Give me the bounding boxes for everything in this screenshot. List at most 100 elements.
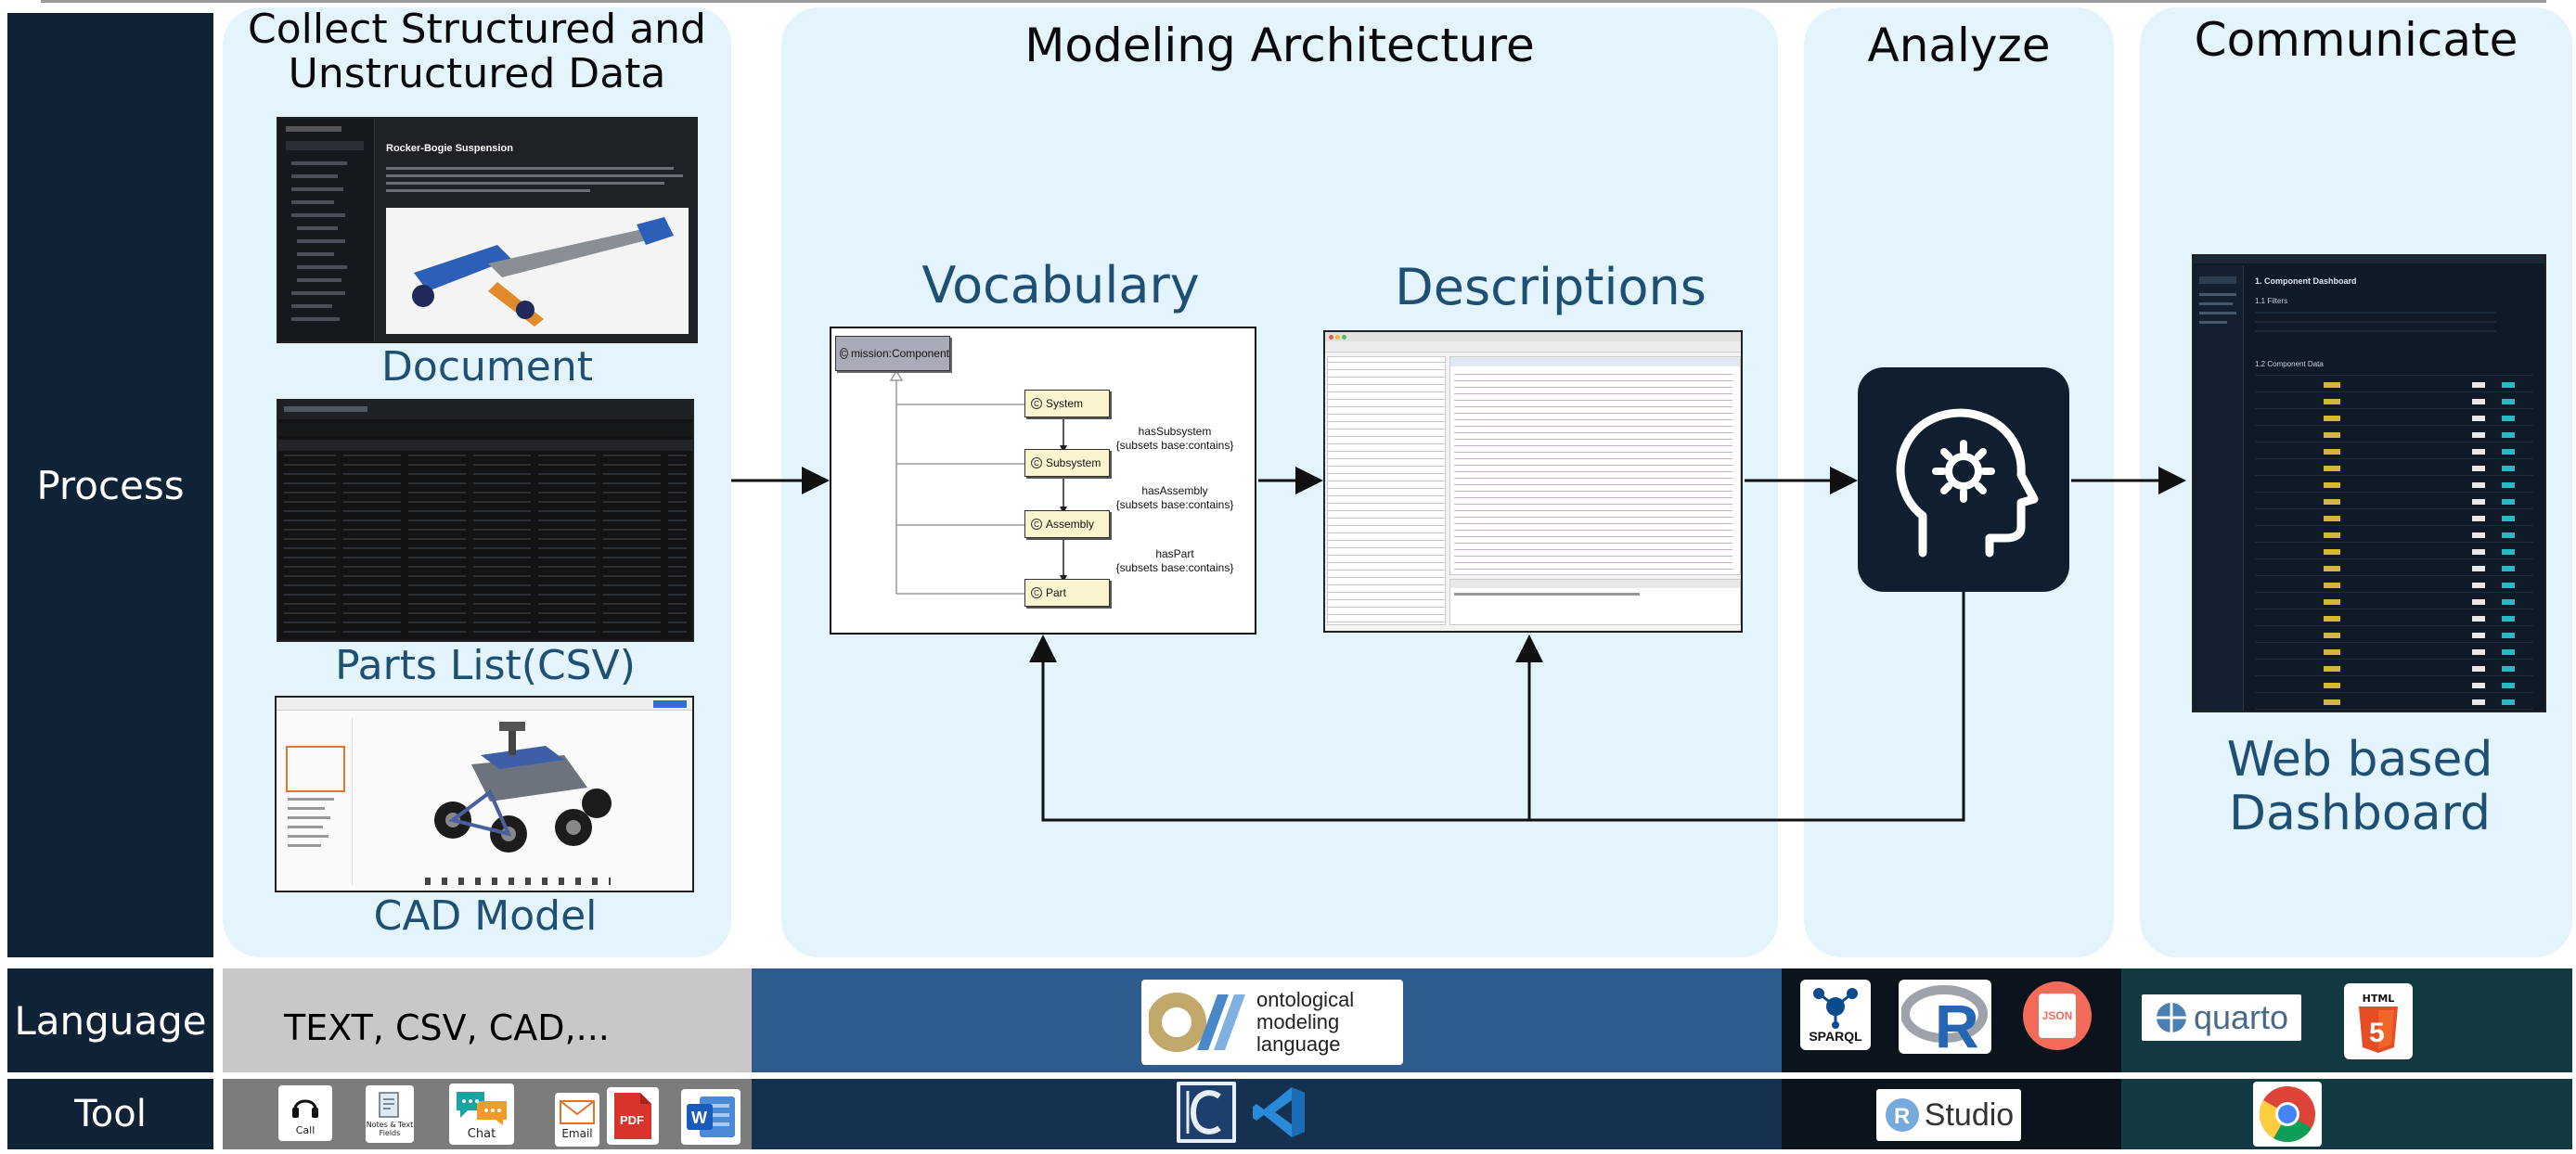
cad-model-thumbnail	[275, 696, 694, 892]
head-gear-icon	[1896, 408, 2039, 558]
document-sidebar	[278, 119, 375, 341]
json-logo: JSON	[2023, 981, 2092, 1050]
row-label-language: Language	[14, 997, 207, 1044]
rover-cad-image	[434, 722, 612, 853]
sparql-label: SPARQL	[1809, 1029, 1862, 1044]
dashboard-thumbnail: 1. Component Dashboard 1.1 Filters 1.2 C…	[2192, 254, 2546, 712]
document-thumbnail: Rocker-Bogie Suspension	[277, 117, 698, 343]
word-tool: W	[681, 1089, 741, 1145]
vocab-node-assembly: C Assembly	[1024, 510, 1110, 538]
email-tool: Email	[555, 1093, 599, 1147]
word-app-icon: W	[687, 1096, 735, 1137]
row-header-process: Process	[7, 13, 213, 957]
dashboard-caption-line1: Web based	[2226, 732, 2493, 788]
row-header-tool: Tool	[7, 1079, 213, 1149]
chrome-logo	[2253, 1082, 2322, 1147]
vocabulary-caption: Vocabulary	[921, 256, 1200, 314]
analyze-title: Analyze	[1867, 19, 2051, 72]
html5-logo: HTML 5	[2344, 983, 2413, 1059]
cad-model-caption: CAD Model	[373, 892, 598, 940]
headset-icon	[292, 1099, 318, 1118]
notes-tool: Notes & Text Fields	[366, 1085, 414, 1143]
rosetta-ide-logo	[1177, 1082, 1236, 1143]
call-tool: Call	[278, 1085, 332, 1141]
vocab-relation-name: hasPart	[1155, 547, 1194, 560]
tool-strip-communicate	[2121, 1079, 2572, 1149]
vocab-root-node: C mission:Component	[835, 336, 950, 371]
vocab-relation-has-subsystem: hasSubsystem {subsets base:contains}	[1101, 425, 1249, 453]
quarto-logo: quarto	[2142, 994, 2301, 1041]
chat-label: Chat	[467, 1126, 496, 1141]
top-rule	[41, 0, 2546, 3]
vocab-relation-has-assembly: hasAssembly {subsets base:contains}	[1101, 484, 1249, 512]
r-language-logo: R	[1899, 980, 1991, 1054]
oml-logo: ontological modeling language	[1141, 980, 1403, 1065]
dashboard-data-heading: 1.2 Component Data	[2255, 360, 2324, 368]
chat-tool: Chat	[449, 1083, 514, 1145]
modeling-title: Modeling Architecture	[1024, 19, 1535, 72]
ide-tree-pane	[1327, 356, 1446, 625]
oml-mark-icon	[1149, 993, 1245, 1052]
json-label: JSON	[2041, 1009, 2073, 1022]
svg-text:R: R	[1935, 992, 1979, 1051]
vocab-relation-has-part: hasPart {subsets base:contains}	[1101, 547, 1249, 575]
notes-icon	[379, 1092, 399, 1118]
dashboard-heading: 1. Component Dashboard	[2255, 276, 2357, 286]
row-label-tool: Tool	[74, 1093, 147, 1135]
oml-line1: ontological	[1256, 988, 1355, 1011]
vocab-node-part-label: Part	[1046, 586, 1067, 599]
parts-list-thumbnail	[277, 399, 694, 642]
vocab-node-subsystem-label: Subsystem	[1046, 456, 1101, 469]
chat-bubbles-icon	[457, 1091, 507, 1125]
language-strip-collect	[223, 968, 752, 1072]
pdf-label: PDF	[620, 1113, 644, 1127]
document-caption: Document	[381, 343, 593, 391]
descriptions-ide-thumbnail	[1323, 330, 1743, 633]
row-label-process: Process	[36, 462, 185, 508]
rstudio-logo: R Studio	[1876, 1089, 2021, 1141]
document-heading: Rocker-Bogie Suspension	[386, 143, 513, 154]
vocab-node-system-label: System	[1046, 397, 1084, 410]
analyze-icon-tile	[1858, 367, 2069, 592]
row-header-language: Language	[7, 968, 213, 1072]
vocab-relation-name: hasAssembly	[1141, 484, 1208, 497]
vocab-relation-detail: {subsets base:contains}	[1115, 561, 1234, 574]
pdf-tool: PDF	[607, 1087, 659, 1145]
vocab-relation-name: hasSubsystem	[1138, 425, 1212, 438]
pdf-file-icon: PDF	[614, 1093, 651, 1139]
notes-label: Notes & Text Fields	[366, 1121, 414, 1137]
quarto-label: quarto	[2193, 998, 2289, 1036]
svg-text:R: R	[1894, 1104, 1910, 1129]
descriptions-caption: Descriptions	[1395, 258, 1707, 316]
call-label: Call	[295, 1123, 316, 1136]
cad-tree-panel	[282, 718, 353, 885]
dashboard-filters-heading: 1.1 Filters	[2255, 297, 2288, 305]
vocab-relation-detail: {subsets base:contains}	[1115, 439, 1234, 452]
rover-suspension-image	[386, 208, 689, 334]
communicate-title: Communicate	[2194, 13, 2518, 67]
vocab-relation-detail: {subsets base:contains}	[1115, 498, 1234, 511]
vocab-node-system: C System	[1024, 390, 1110, 417]
svg-text:W: W	[691, 1109, 707, 1127]
quarto-icon	[2156, 1003, 2186, 1032]
vocab-node-subsystem: C Subsystem	[1024, 449, 1110, 477]
html5-shield-icon: 5	[2359, 1006, 2398, 1053]
oml-line2: modeling	[1256, 1010, 1340, 1033]
sparql-logo: SPARQL	[1800, 980, 1871, 1050]
r-logo-icon: R	[1901, 985, 1988, 1051]
language-collect-text: TEXT, CSV, CAD,...	[284, 1007, 610, 1048]
collect-title-line2: Unstructured Data	[288, 49, 666, 97]
parts-list-caption: Parts List(CSV)	[335, 642, 636, 689]
envelope-icon	[560, 1100, 595, 1124]
vscode-icon	[1253, 1087, 1305, 1137]
chrome-icon	[2259, 1086, 2315, 1143]
rstudio-label: Studio	[1924, 1096, 2015, 1133]
vocabulary-diagram: C mission:Component C System C Subsystem…	[830, 327, 1256, 635]
vscode-logo	[1249, 1083, 1310, 1141]
oml-line3: language	[1256, 1032, 1341, 1056]
collect-title: Collect Structured and Unstructured Data	[223, 7, 731, 96]
oml-wordmark: ontological modeling language	[1256, 989, 1354, 1056]
email-label: Email	[561, 1127, 593, 1140]
dashboard-table	[2255, 375, 2533, 711]
vocab-node-assembly-label: Assembly	[1046, 518, 1095, 531]
